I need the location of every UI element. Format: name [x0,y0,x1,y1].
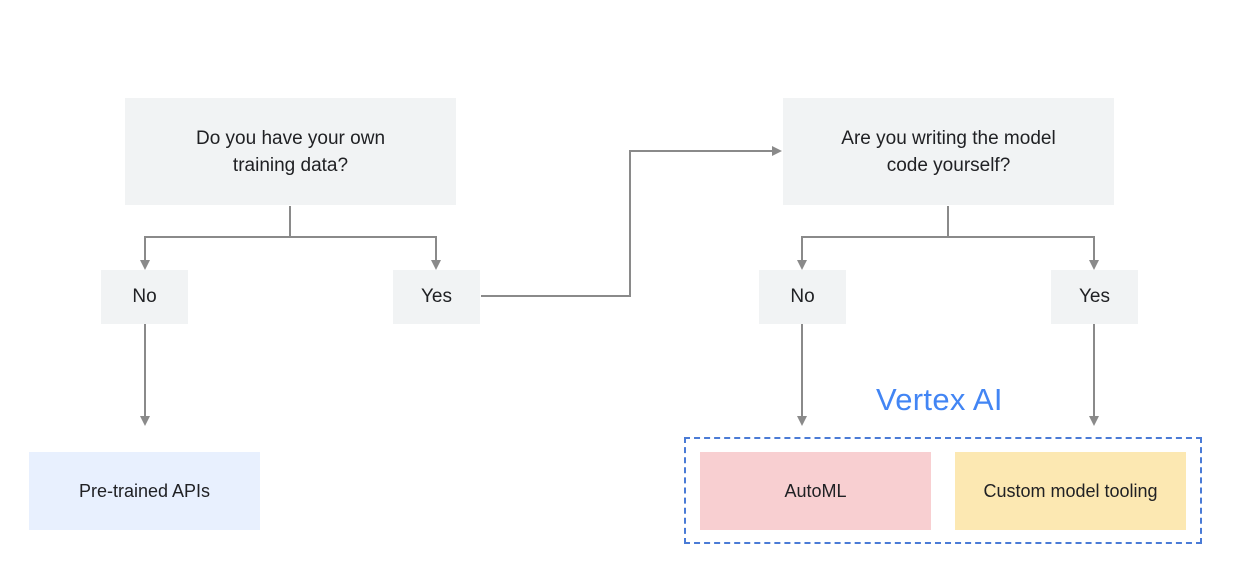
answer-yes-model-code: Yes [1051,270,1138,324]
connector-q2-to-no [797,236,948,270]
connector-q1-to-no [140,236,290,270]
answer-no-model-code: No [759,270,846,324]
answer-no-training-data: No [101,270,188,324]
question-writing-model-code: Are you writing the model code yourself? [783,98,1114,205]
vertex-ai-label: Vertex AI [876,382,1003,417]
result-pretrained-apis: Pre-trained APIs [29,452,260,530]
result-automl: AutoML [700,452,931,530]
question-own-training-data-line2: training data? [232,154,349,176]
question-own-training-data: Do you have your own training data? [125,98,456,205]
question-writing-model-code-line1: Are you writing the model [841,127,1056,149]
question-own-training-data-line1: Do you have your own [195,127,386,149]
connector-q1-to-yes [290,236,441,270]
vertex-ai-group-frame [684,437,1202,544]
connector-yes-to-q2 [481,146,782,297]
connector-q2-to-yes [948,236,1099,270]
result-custom-model-tooling: Custom model tooling [955,452,1186,530]
answer-yes-training-data: Yes [393,270,480,324]
question-writing-model-code-line2: code yourself? [886,154,1011,176]
